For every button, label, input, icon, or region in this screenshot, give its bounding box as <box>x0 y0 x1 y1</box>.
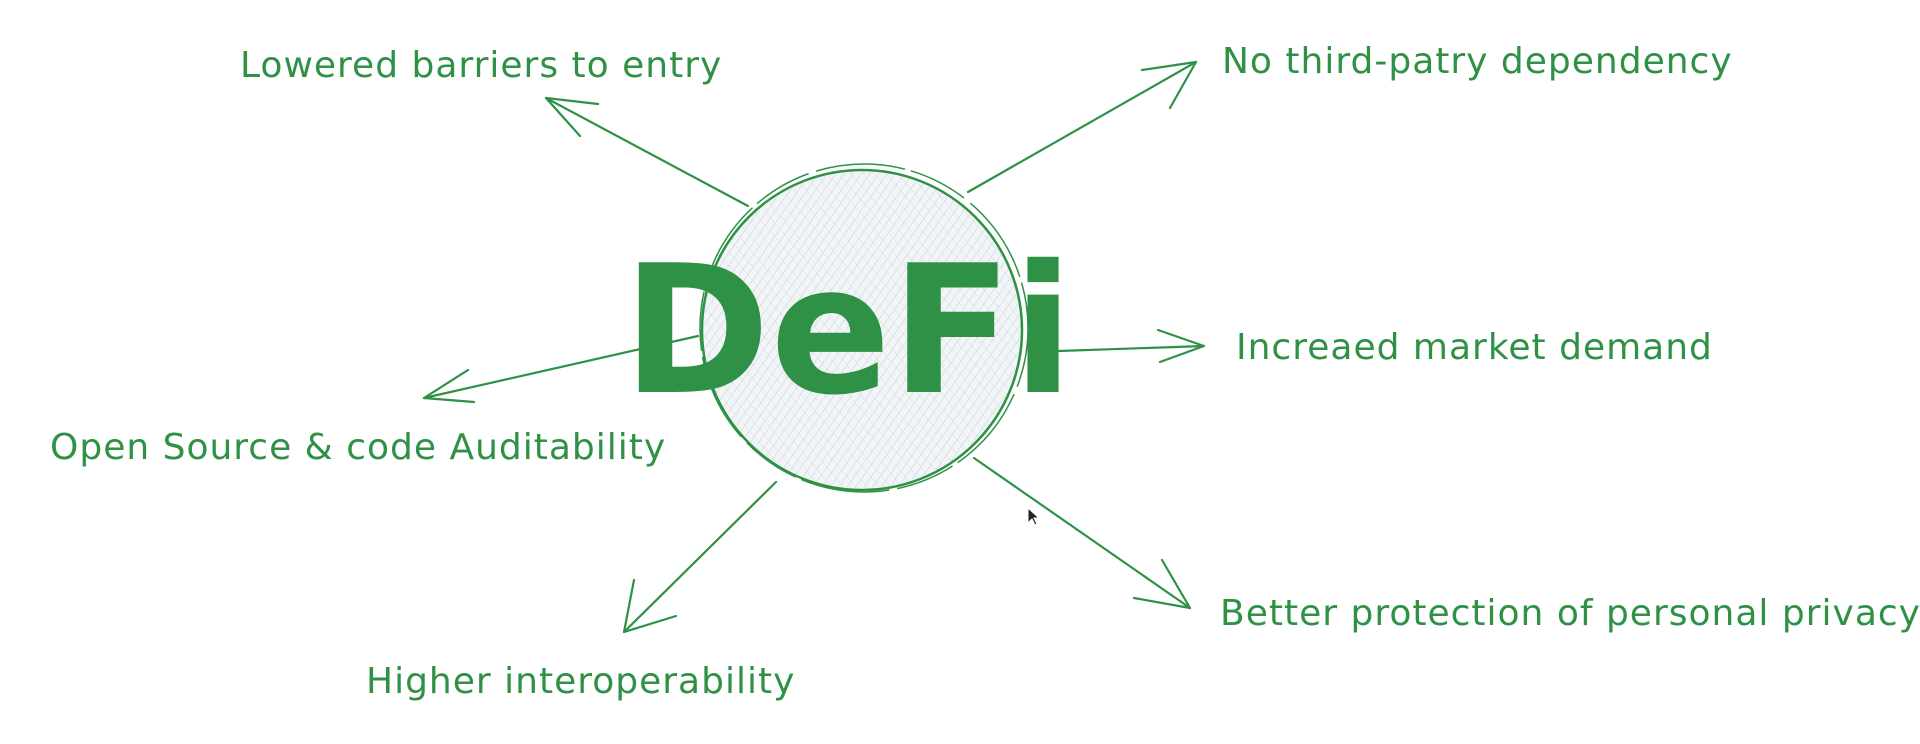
arrow-lowered-barriers <box>544 96 750 208</box>
label-interoperability: Higher interoperability <box>366 661 796 702</box>
center-circle <box>699 163 1029 493</box>
mouse-pointer-icon <box>1027 506 1041 526</box>
arrow-interoperability <box>622 480 778 634</box>
label-no-third-party: No third-patry dependency <box>1222 41 1733 82</box>
arrow-increased-demand <box>1028 328 1206 364</box>
label-open-source: Open Source & code Auditability <box>50 427 667 468</box>
label-lowered-barriers: Lowered barriers to entry <box>240 45 723 86</box>
arrow-privacy <box>972 456 1192 610</box>
arrow-open-source <box>422 334 700 404</box>
arrow-no-third-party <box>966 60 1198 194</box>
label-privacy: Better protection of personal privacy <box>1220 593 1920 634</box>
label-increased-demand: Increaed market demand <box>1236 327 1713 368</box>
center-title: DeFi <box>622 227 1073 434</box>
